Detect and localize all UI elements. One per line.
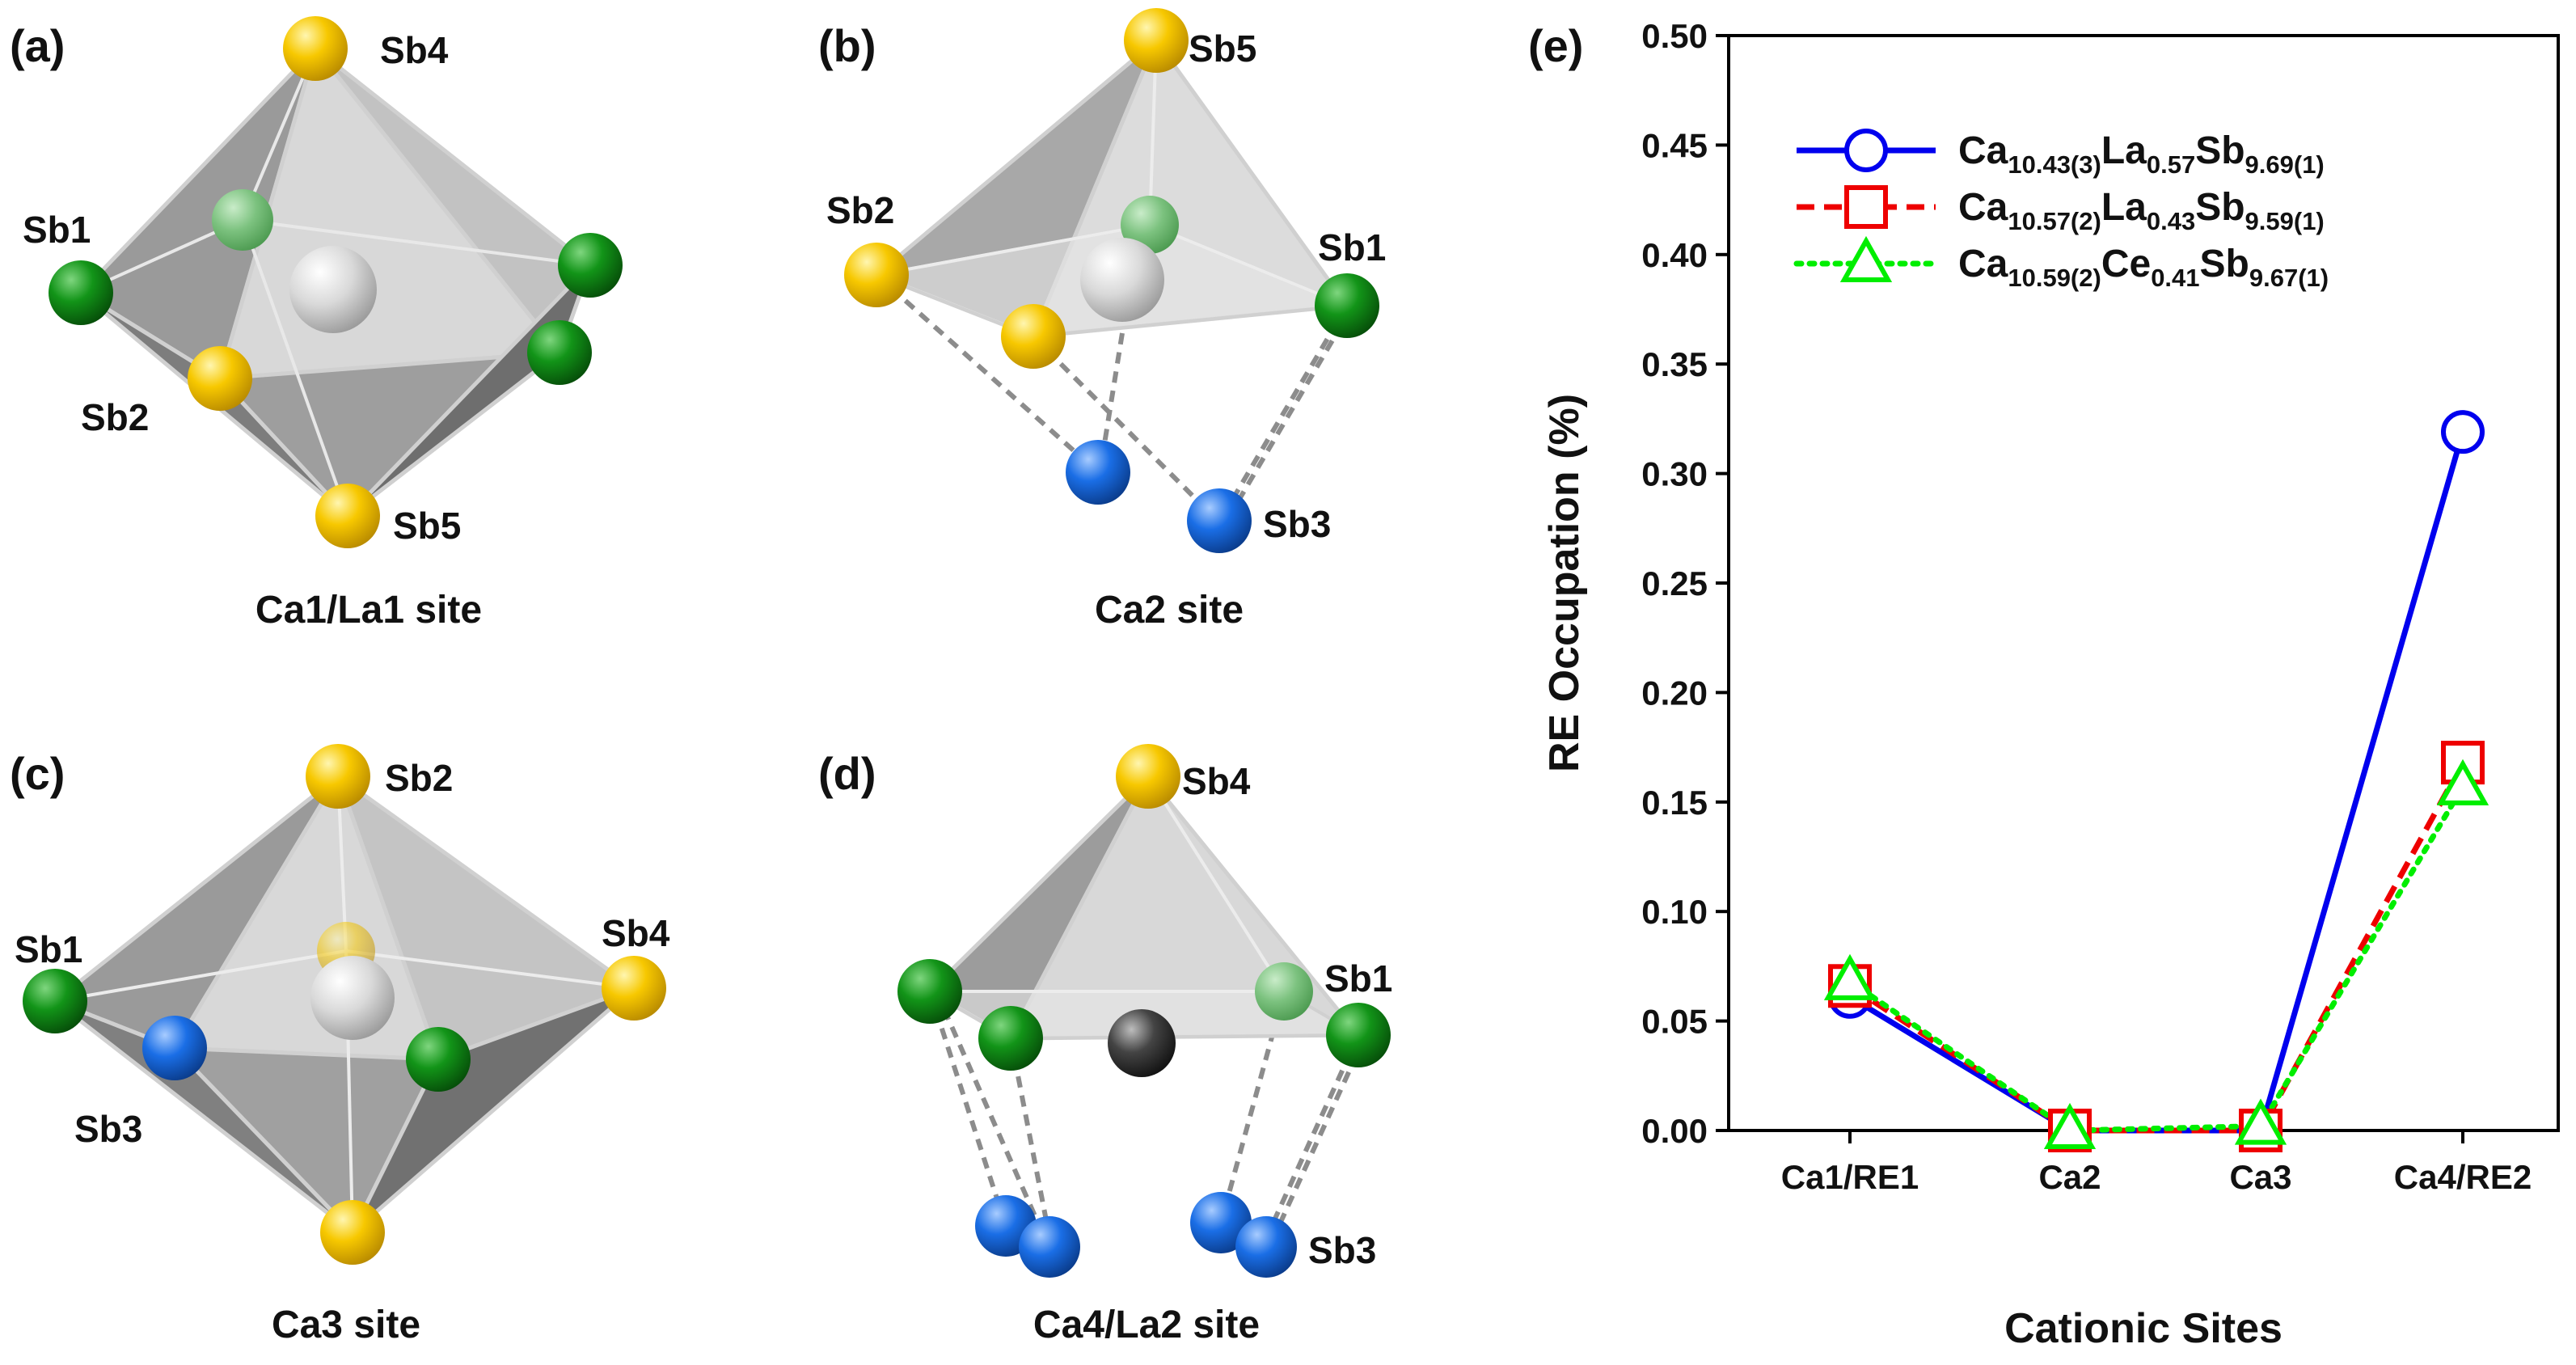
y-tick-label: 0.00: [1641, 1112, 1708, 1150]
series-2-line: [1848, 761, 2466, 1134]
panel-e-tag: (e): [1528, 20, 1583, 71]
panel-b: (b) Sb5 Sb2 Sb1 S: [818, 8, 1386, 632]
octahedron-a: [49, 16, 623, 548]
panel-b-tag: (b): [818, 20, 876, 71]
atom-label-c-left: Sb1: [15, 928, 82, 970]
pyramid-b: [844, 8, 1379, 553]
caption-a: Ca1/La1 site: [255, 589, 482, 632]
atom-label-c-top: Sb2: [385, 757, 453, 799]
legend-label-1: Ca10.43(3)La0.57Sb9.69(1): [1958, 129, 2325, 179]
caption-b: Ca2 site: [1095, 589, 1244, 632]
legend-label-2: Ca10.57(2)La0.43Sb9.59(1): [1958, 186, 2325, 235]
atom-label-c-right: Sb4: [602, 912, 670, 954]
y-tick-label: 0.10: [1641, 893, 1708, 931]
atom-label-b-right: Sb1: [1318, 226, 1386, 268]
panel-e: (e) 0.00 0.05 0.10 0.15 0.20 0.25 0.30 0.35 0.40…: [1528, 17, 2560, 1352]
legend-marker-3: [1839, 235, 1893, 282]
series-3-point: [2043, 1102, 2097, 1149]
y-tick-label: 0.40: [1641, 236, 1708, 274]
series-1-line: [1848, 431, 2466, 1134]
y-tick-label: 0.20: [1641, 674, 1708, 712]
pyramid-d: [897, 744, 1391, 1278]
series-3-point: [2436, 759, 2489, 805]
atom-label-a-front: Sb2: [81, 396, 149, 438]
occupation-chart: 0.00 0.05 0.10 0.15 0.20 0.25 0.30 0.35 0.40 0.45…: [1541, 17, 2560, 1352]
y-tick-label: 0.15: [1641, 784, 1708, 822]
y-tick-label: 0.05: [1641, 1003, 1708, 1041]
x-tick-label: Ca3: [2229, 1158, 2291, 1196]
panel-d-tag: (d): [818, 748, 876, 799]
caption-c: Ca3 site: [272, 1304, 420, 1346]
x-tick-label: Ca2: [2038, 1158, 2101, 1196]
legend-label-3: Ca10.59(2)Ce0.41Sb9.67(1): [1958, 243, 2329, 292]
x-tick-label: Ca1/RE1: [1781, 1158, 1919, 1196]
series-3-point: [2234, 1098, 2287, 1145]
panel-a-tag: (a): [10, 20, 65, 71]
panel-c: (c) Sb2 Sb1 Sb4 Sb3 Ca3 site: [10, 744, 670, 1346]
legend-marker-2: [1844, 185, 1888, 229]
octahedron-c: [23, 744, 666, 1265]
atom-label-d-right: Sb1: [1324, 957, 1392, 999]
series-3-line: [1847, 784, 2466, 1134]
atom-label-b-below: Sb3: [1263, 503, 1331, 545]
atom-label-b-top: Sb5: [1189, 27, 1256, 70]
atom-label-a-left: Sb1: [23, 209, 91, 251]
y-tick-label: 0.30: [1641, 455, 1708, 493]
atom-label-c-front: Sb3: [74, 1108, 142, 1150]
series-1-point: [2441, 410, 2485, 454]
panel-c-tag: (c): [10, 748, 65, 799]
x-axis-title: Cationic Sites: [2004, 1305, 2283, 1352]
y-axis-title: RE Occupation (%): [1541, 394, 1588, 772]
caption-d: Ca4/La2 site: [1033, 1304, 1260, 1346]
x-tick-label: Ca4/RE2: [2394, 1158, 2532, 1196]
atom-label-b-left: Sb2: [826, 189, 894, 231]
y-tick-label: 0.50: [1641, 17, 1708, 55]
legend-marker-1: [1844, 129, 1888, 172]
y-tick-label: 0.25: [1641, 564, 1708, 602]
panel-d: (d) Sb4 S: [818, 744, 1392, 1346]
atom-label-a-top: Sb4: [380, 29, 449, 71]
y-tick-label: 0.35: [1641, 345, 1708, 383]
y-tick-label: 0.45: [1641, 126, 1708, 164]
atom-label-d-below: Sb3: [1308, 1229, 1376, 1271]
atom-label-d-top: Sb4: [1182, 760, 1251, 802]
panel-a: (a) Sb4 Sb1 Sb2 Sb5 Ca1/La1 site: [10, 16, 623, 632]
series-3-point: [1823, 953, 1877, 1000]
atom-label-a-bottom: Sb5: [393, 505, 461, 547]
